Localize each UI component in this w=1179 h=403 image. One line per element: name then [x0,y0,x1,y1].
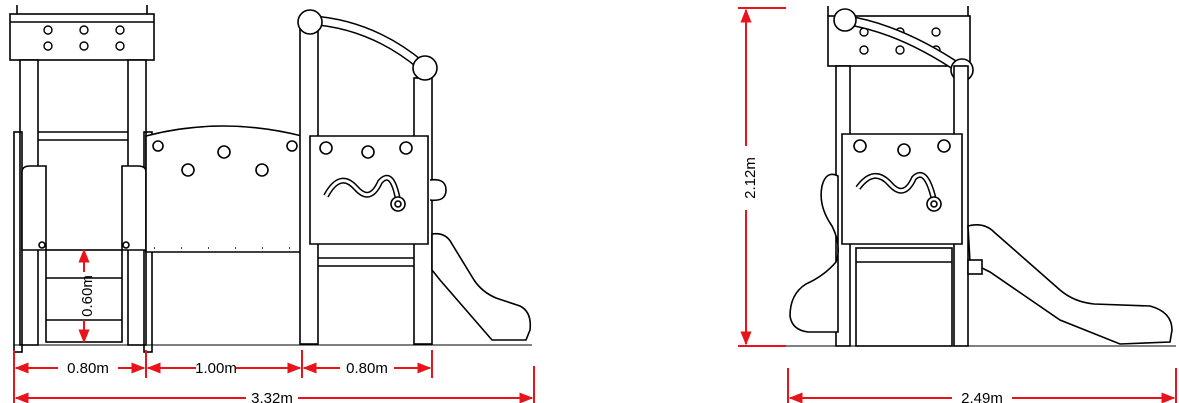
front-width-left-label: 0.80m [67,360,109,377]
right-tower [297,9,532,345]
front-width-total-label: 3.32m [251,390,293,403]
side-height-label: 2.12m [742,157,759,199]
climbing-holds [43,25,125,51]
side-dimensions [738,7,1177,403]
front-view [9,5,532,353]
front-width-middle-label: 1.00m [195,360,237,377]
middle-panel [145,125,303,253]
front-step-height-label: 0.60m [79,275,96,317]
left-tower [9,5,155,353]
front-dimensions [13,248,535,403]
side-view [786,6,1176,347]
side-width-total-label: 2.49m [961,390,1003,403]
front-width-right-label: 0.80m [346,360,388,377]
